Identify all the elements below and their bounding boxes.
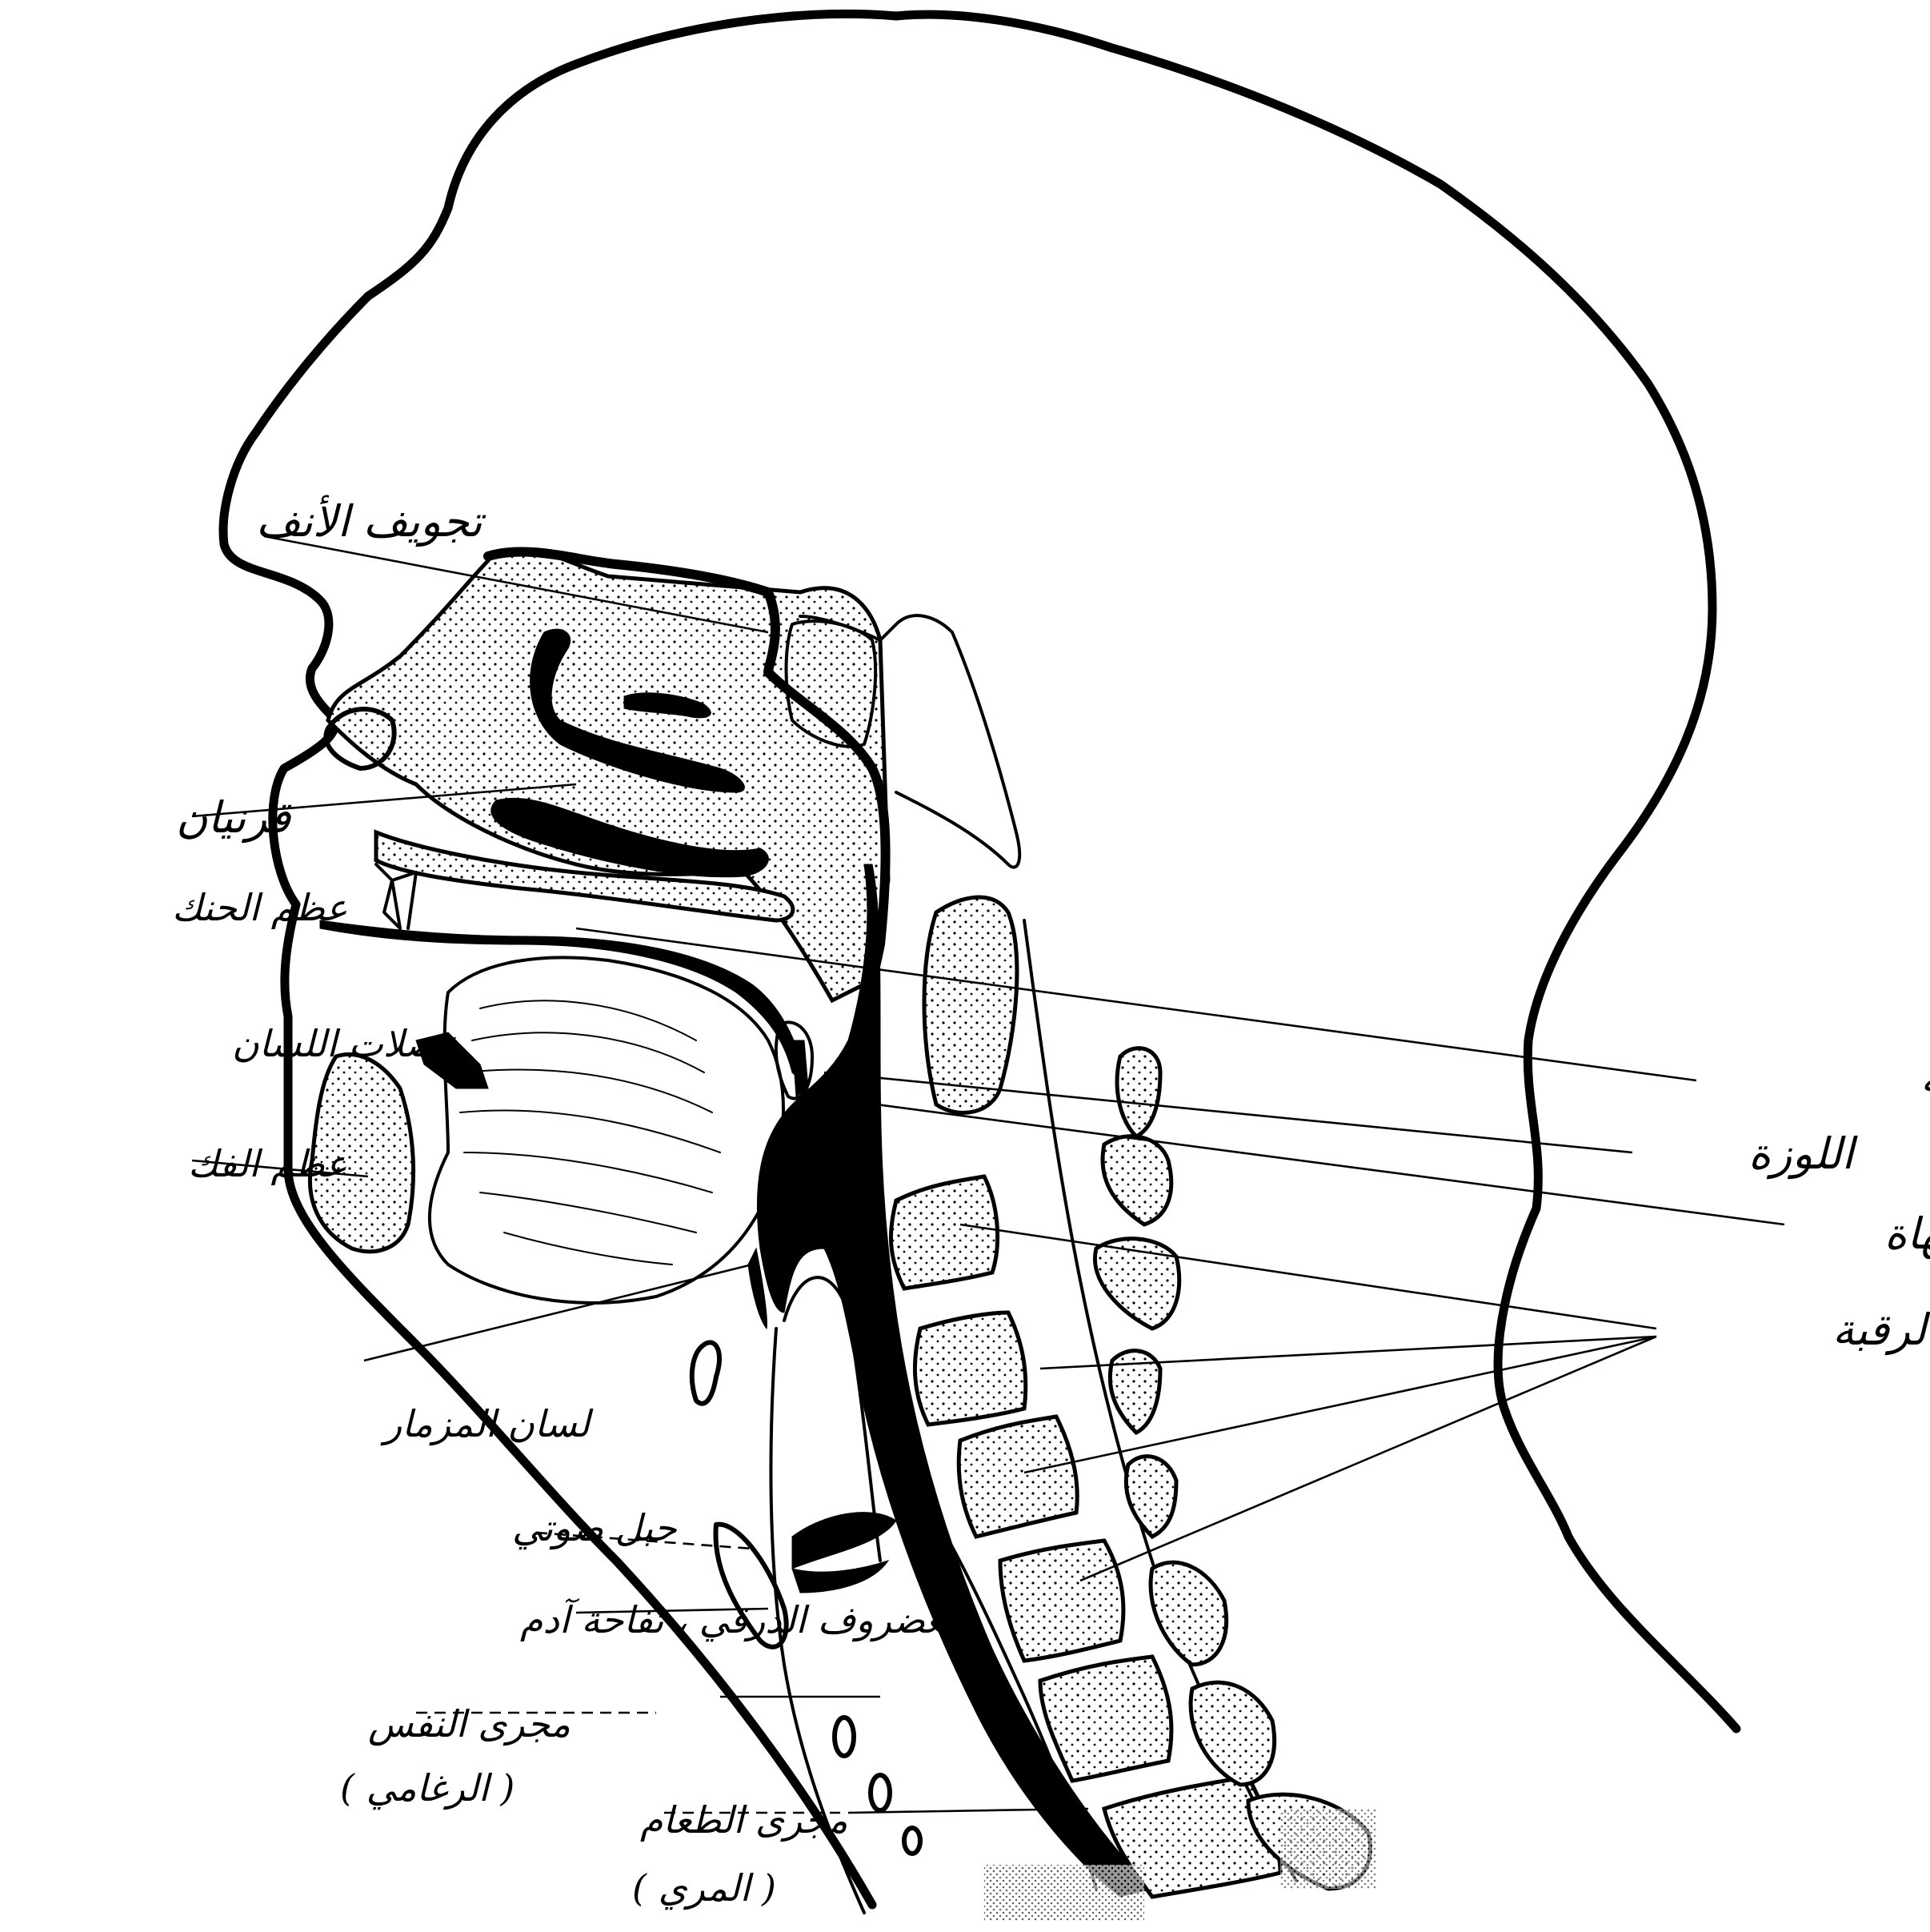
vocal-cord-ring-lower	[792, 1561, 888, 1593]
tongue	[430, 957, 783, 1302]
upper-teeth	[376, 864, 416, 928]
tracheal-rings	[835, 1609, 979, 1854]
label-palate-bone: عظم الحنك	[172, 886, 348, 930]
label-nostril: قرنيان	[176, 792, 292, 844]
label-airway-line1: مجرى النفس	[368, 1702, 571, 1746]
label-tongue-muscles: عضلات اللسان	[232, 1022, 459, 1065]
label-vocal-cord: حبل صوتي	[512, 1506, 677, 1550]
vertebra-c5	[959, 1417, 1077, 1537]
label-food-line2: ( المري )	[632, 1866, 776, 1910]
label-epiglottis: لسان المزمار	[380, 1402, 594, 1446]
label-neck-vertebrae: فقرات الرقبة	[1832, 1305, 1930, 1356]
vertebra-c2	[924, 897, 1017, 1112]
hyoid-bone	[692, 1342, 719, 1403]
vertebra-c3	[891, 1176, 997, 1289]
uvula	[792, 1040, 808, 1096]
label-jaw-bone: عظم الفك	[188, 1142, 347, 1186]
label-food-line1: مجرى الطعام	[640, 1798, 848, 1842]
label-nasal-cavity: تجويف الأنف	[256, 495, 487, 547]
vertebra-c6	[1000, 1541, 1123, 1661]
label-upper-gum: اللثة العلوية	[1920, 1052, 1930, 1104]
label-thyroid-cartilage: الغضروف الدرقي ، تفاحة آدم	[520, 1597, 969, 1642]
vertebra-c7	[1040, 1657, 1171, 1781]
tongue-muscle-fibers	[460, 1000, 720, 1265]
label-uvula: اللهاة	[1884, 1209, 1930, 1260]
vertebra-c4	[915, 1313, 1025, 1425]
label-tonsil: اللوزة	[1748, 1128, 1859, 1180]
label-airway-line2: ( الرغامي )	[340, 1766, 515, 1810]
